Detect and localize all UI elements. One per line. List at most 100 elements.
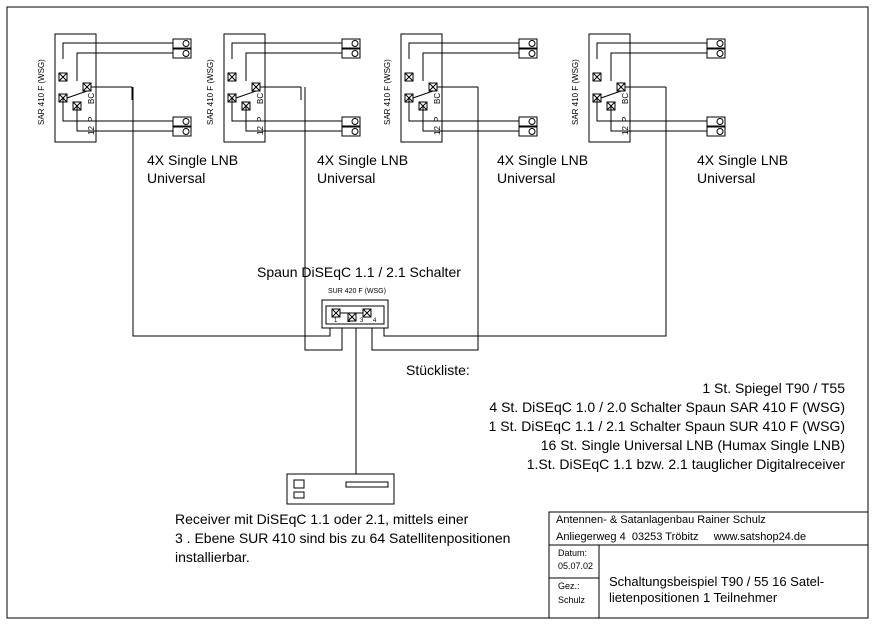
wire xyxy=(422,52,519,81)
page-border xyxy=(6,6,869,619)
coax-connector-pin xyxy=(716,40,724,47)
receiver-note-line: Receiver mit DiSEqC 1.1 oder 2.1, mittel… xyxy=(175,511,469,527)
port-label: P xyxy=(87,116,96,122)
coax-connector xyxy=(706,48,726,59)
relay-symbol-x xyxy=(606,101,616,111)
port-label: BC xyxy=(621,92,630,104)
relay-symbol-x xyxy=(82,82,92,92)
coax-connector xyxy=(172,126,192,137)
coax-connector xyxy=(341,126,361,137)
port-label: 12 xyxy=(87,126,96,135)
parts-list-item: 1.St. DiSEqC 1.1 bzw. 2.1 tauglicher Dig… xyxy=(526,456,845,472)
coax-connector xyxy=(341,38,361,49)
relay-symbol-x xyxy=(58,72,68,82)
coax-connector xyxy=(518,38,538,49)
lnb-label: 4X Single LNB Universal xyxy=(497,152,589,186)
relay-symbol xyxy=(404,72,414,82)
parts-list-item: 4 St. DiSEqC 1.0 / 2.0 Schalter Spaun SA… xyxy=(489,399,845,415)
relay-symbol-x xyxy=(331,308,341,318)
lnb-switch-box xyxy=(588,33,631,143)
wire xyxy=(422,107,519,132)
lnb-switch-box xyxy=(54,33,97,143)
port-label: BC xyxy=(87,92,96,104)
cable-switch-3 xyxy=(371,87,479,351)
coax-connector-pin xyxy=(351,128,359,135)
coax-connector xyxy=(172,116,192,127)
coax-connector xyxy=(706,116,726,127)
parts-list-item: 1 St. Spiegel T90 / T55 xyxy=(702,380,845,396)
relay-symbol-x xyxy=(404,72,414,82)
cable-switch-2 xyxy=(304,87,343,351)
relay-symbol xyxy=(72,101,82,111)
relay-symbol-x xyxy=(347,312,357,322)
port-label: 12 xyxy=(256,126,265,135)
receiver-note-line: installierbar. xyxy=(175,549,250,565)
relay-symbol xyxy=(241,101,251,111)
lnb-label: 4X Single LNB Universal xyxy=(697,152,789,186)
wire xyxy=(62,42,173,59)
wire xyxy=(235,90,257,99)
switch-model-label: SAR 410 F (WSG) xyxy=(571,59,580,125)
port-label: 12 xyxy=(621,126,630,135)
lnb-switch-box xyxy=(400,33,443,143)
drawing-title: Schaltungsbeispiel T90 / 55 16 Satel- li… xyxy=(609,574,825,605)
coax-connector-pin xyxy=(528,128,536,135)
coax-connector xyxy=(341,48,361,59)
wire xyxy=(245,52,342,81)
wire xyxy=(245,107,342,132)
coax-connector-pin xyxy=(716,128,724,135)
coax-connector-pin xyxy=(528,118,536,125)
coax-connector xyxy=(518,48,538,59)
wire xyxy=(408,98,519,122)
coax-connector-pin xyxy=(182,50,190,57)
parts-list-item: 1 St. DiSEqC 1.1 / 2.1 Schalter Spaun SU… xyxy=(488,418,845,434)
coax-connector-pin xyxy=(528,50,536,57)
coax-connector xyxy=(518,126,538,137)
receiver-button xyxy=(293,479,305,489)
date-value: 05.07.02 xyxy=(558,561,594,571)
relay-symbol xyxy=(58,72,68,82)
relay-symbol-x xyxy=(227,93,237,103)
coax-connector-pin xyxy=(182,128,190,135)
switch-model-label: SAR 410 F (WSG) xyxy=(383,59,392,125)
coax-connector-pin xyxy=(716,118,724,125)
port-label: P xyxy=(256,116,265,122)
port-label: P xyxy=(433,116,442,122)
cable-switch-1 xyxy=(132,87,331,337)
coax-connector xyxy=(706,38,726,49)
date-label: Datum: xyxy=(558,548,588,558)
lnb-switch-box xyxy=(223,33,266,143)
switch-model-label: SAR 410 F (WSG) xyxy=(206,59,215,125)
coax-connector xyxy=(518,116,538,127)
coax-connector xyxy=(341,116,361,127)
wire xyxy=(62,98,173,122)
coax-connector xyxy=(172,48,192,59)
main-switch-inner xyxy=(325,305,385,325)
lnb-label: 4X Single LNB Universal xyxy=(317,152,409,186)
parts-list-heading: Stückliste: xyxy=(406,362,470,378)
coax-connector-pin xyxy=(182,40,190,47)
wire xyxy=(408,42,519,59)
parts-list: 1 St. Spiegel T90 / T55 4 St. DiSEqC 1.0 … xyxy=(489,379,845,474)
relay-symbol-x xyxy=(592,72,602,82)
main-switch-box xyxy=(321,299,389,329)
relay-symbol-x xyxy=(72,101,82,111)
wire xyxy=(610,52,707,81)
drawn-label: Gez.: xyxy=(558,581,580,591)
coax-connector xyxy=(172,38,192,49)
wire xyxy=(76,52,173,81)
main-switch-model: SUR 420 F (WSG) xyxy=(328,288,386,295)
port-label: BC xyxy=(256,92,265,104)
switch-model-label: SAR 410 F (WSG) xyxy=(37,59,46,125)
relay-symbol-x xyxy=(592,93,602,103)
coax-connector-pin xyxy=(351,118,359,125)
relay-symbol-x xyxy=(227,72,237,82)
coax-connector xyxy=(706,126,726,137)
drawn-value: Schulz xyxy=(558,595,586,605)
coax-connector-pin xyxy=(182,118,190,125)
receiver-box xyxy=(286,473,395,505)
company-address: Anliegerweg 4 03253 Tröbitz www.satshop2… xyxy=(556,531,807,543)
port-label: BC xyxy=(433,92,442,104)
main-switch-ports: 1 2 3 4 xyxy=(334,318,381,324)
